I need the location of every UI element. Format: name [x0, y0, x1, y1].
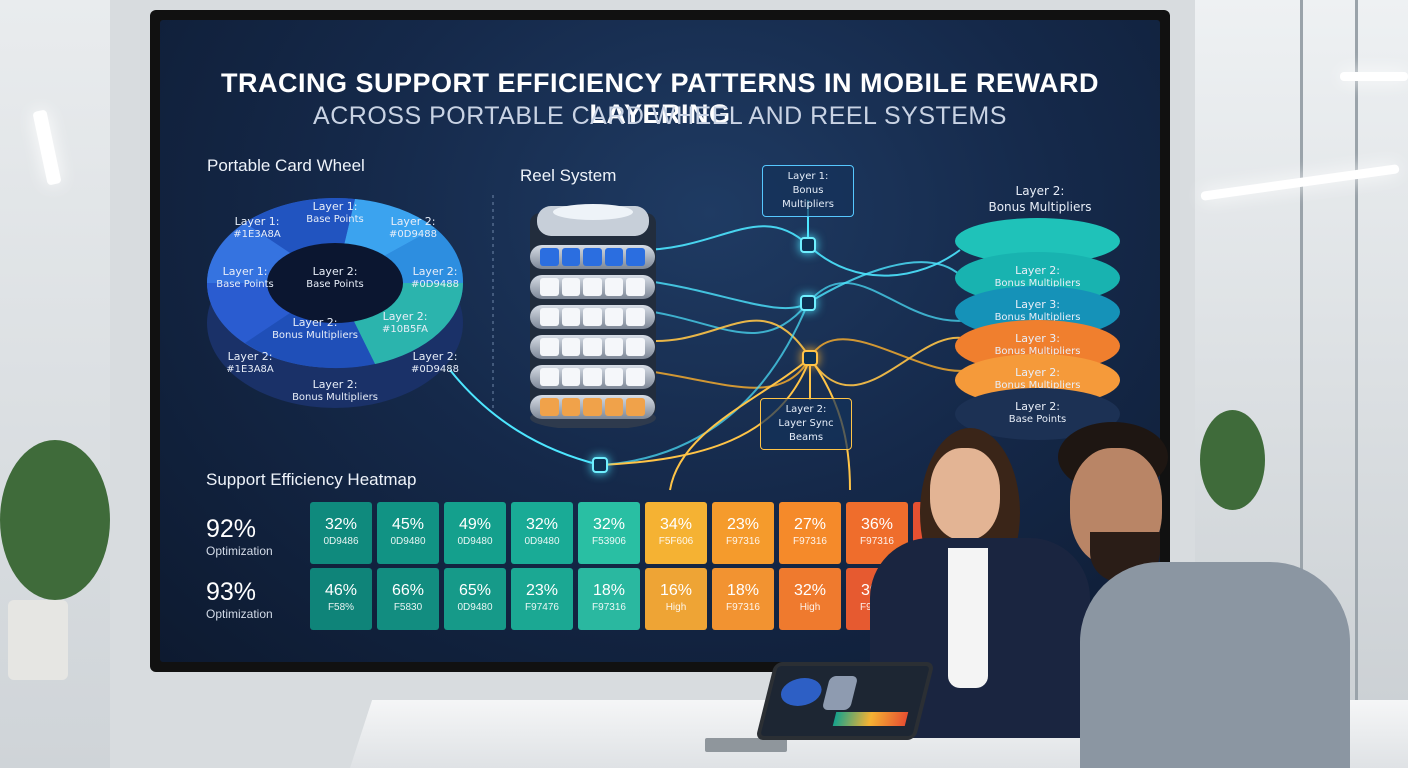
wheel-segment-9: Layer 2:Bonus Multipliers — [292, 378, 378, 403]
dashboard-title: TRACING SUPPORT EFFICIENCY PATTERNS IN M… — [220, 68, 1100, 129]
heatmap-cell-code: F97316 — [592, 602, 626, 613]
heatmap-cell-value: 34% — [659, 516, 693, 533]
heatmap-cell: 46% F58% — [310, 568, 372, 630]
tablet — [755, 662, 935, 740]
wheel-segment-4: Layer 2:#0D9488 — [389, 215, 437, 240]
reel-row-5 — [530, 365, 655, 389]
heatmap-cell: 32% 0D9486 — [310, 502, 372, 564]
heatmap-cell-code: F58% — [327, 602, 355, 613]
sync-node-3 — [802, 350, 818, 366]
stat-row-1: 92%Optimization — [206, 515, 273, 558]
reel-row-1 — [530, 245, 655, 269]
heatmap-cell-value: 23% — [726, 516, 760, 533]
flow-label-top: Layer 1:Bonus Multipliers — [762, 165, 854, 217]
heatmap-cell: 32% 0D9480 — [511, 502, 573, 564]
heatmap-cell-value: 66% — [391, 582, 425, 599]
heatmap-cell: 32% High — [779, 568, 841, 630]
heatmap-cell: 16% High — [645, 568, 707, 630]
desk-cable-slot — [705, 738, 787, 752]
heatmap-cell-value: 45% — [391, 516, 425, 533]
heatmap-cell: 27% F97316 — [779, 502, 841, 564]
wheel-segment-1: Layer 1:#1E3A8A — [233, 215, 281, 240]
plant-left — [0, 440, 110, 600]
heatmap-cell-code: 0D9486 — [323, 536, 359, 547]
dashboard-subtitle: ACROSS PORTABLE CARD WHEEL AND REEL SYST… — [313, 102, 1007, 130]
heatmap-cell: 65% 0D9480 — [444, 568, 506, 630]
woman — [860, 428, 1090, 738]
sync-node-2 — [800, 295, 816, 311]
heatmap-cell: 23% F97316 — [712, 502, 774, 564]
heatmap-cell-code: F97316 — [860, 536, 894, 547]
heatmap-cell: 49% 0D9480 — [444, 502, 506, 564]
reel-row-3 — [530, 305, 655, 329]
pot-left — [8, 600, 68, 680]
heatmap-cell-value: 27% — [793, 516, 827, 533]
heatmap-cell-code: F97316 — [793, 536, 827, 547]
heatmap-cell: 45% 0D9480 — [377, 502, 439, 564]
reel-row-6 — [530, 395, 655, 419]
card-wheel — [207, 198, 464, 408]
heatmap-cell-value: 36% — [860, 516, 894, 533]
wheel-segment-10: Layer 2:#0D9488 — [411, 350, 459, 375]
sync-node-4 — [592, 457, 608, 473]
heatmap-cell-code: 0D9480 — [390, 536, 426, 547]
wheel-segment-7: Layer 2:Bonus Multipliers — [272, 316, 358, 341]
sync-node-1 — [800, 237, 816, 253]
heatmap-cell-value: 16% — [659, 582, 693, 599]
dashboard: TRACING SUPPORT EFFICIENCY PATTERNS IN M… — [160, 20, 1160, 662]
stat-row-2: 93%Optimization — [206, 578, 273, 621]
heatmap-cell-value: 32% — [525, 516, 559, 533]
heatmap-cell-code: F97316 — [726, 602, 760, 613]
reel-label: Reel System — [520, 166, 617, 185]
heatmap-cell-code: 0D9480 — [457, 536, 493, 547]
wheel-label: Portable Card Wheel — [207, 156, 365, 175]
reel-row-4 — [530, 335, 655, 359]
wheel-center-label: Layer 2:Base Points — [306, 265, 364, 290]
heatmap-cell-value: 65% — [458, 582, 492, 599]
plant-right — [1200, 410, 1265, 510]
heatmap-cell-value: 32% — [324, 516, 358, 533]
heatmap-row-1: 32% 0D9486 45% 0D9480 49% 0D9480 32% 0D9480 32% F… — [310, 502, 975, 564]
heatmap-row-2: 46% F58% 66% F5830 65% 0D9480 23% F97476 18% F973… — [310, 568, 908, 630]
heatmap-cell-code: 0D9480 — [457, 602, 493, 613]
wheel-segment-2: Layer 1:Base Points — [216, 265, 274, 290]
wheel-segment-5: Layer 2:#0D9488 — [411, 265, 459, 290]
heatmap-cell-value: 18% — [592, 582, 626, 599]
heatmap-cell-code: F97316 — [726, 536, 760, 547]
heatmap-cell-value: 32% — [793, 582, 827, 599]
heatmap-cell: 18% F97316 — [712, 568, 774, 630]
heatmap-cell-code: F53906 — [592, 536, 626, 547]
heatmap-cell: 66% F5830 — [377, 568, 439, 630]
heatmap-cell: 23% F97476 — [511, 568, 573, 630]
heatmap-cell-value: 32% — [592, 516, 626, 533]
heatmap-cell-value: 18% — [726, 582, 760, 599]
wheel-segment-3: Layer 1:Base Points — [306, 200, 364, 225]
heatmap-cell: 32% F53906 — [578, 502, 640, 564]
heatmap-cell-code: F97476 — [525, 602, 559, 613]
heatmap-cell-code: F5830 — [393, 602, 423, 613]
heatmap-cell-code: 0D9480 — [524, 536, 560, 547]
ceiling-light-right — [1340, 72, 1408, 81]
heatmap-cell-value: 49% — [458, 516, 492, 533]
heatmap-cell-code: High — [799, 602, 821, 613]
heatmap-cell: 18% F97316 — [578, 568, 640, 630]
heatmap-cell: 34% F5F606 — [645, 502, 707, 564]
heatmap-cell-value: 23% — [525, 582, 559, 599]
wheel-segment-6: Layer 2:#10B5FA — [381, 310, 428, 335]
heatmap-label: Support Efficiency Heatmap — [206, 470, 417, 489]
man — [1050, 422, 1350, 768]
flow-label-bottom: Layer 2:Layer Sync Beams — [760, 398, 852, 450]
heatmap-cell-code: F5F606 — [658, 536, 694, 547]
stack-title: Layer 2:Bonus Multipliers — [988, 184, 1092, 214]
heatmap-cell-value: 46% — [324, 582, 358, 599]
reel-row-2 — [530, 275, 655, 299]
heatmap-cell-code: High — [665, 602, 687, 613]
wheel-segment-8: Layer 2:#1E3A8A — [226, 350, 274, 375]
